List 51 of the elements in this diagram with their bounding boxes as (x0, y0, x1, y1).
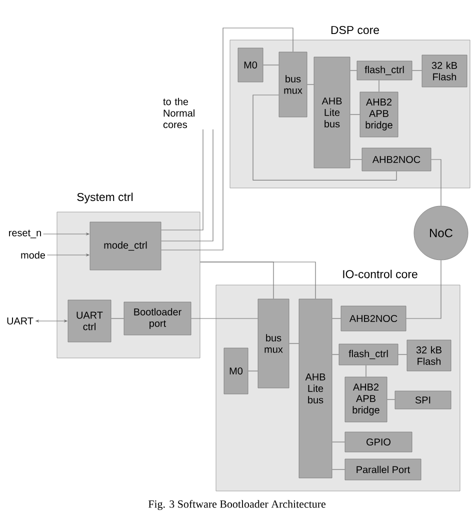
component-box: flash_ctrl (338, 344, 398, 366)
component-box: UART ctrl (68, 300, 112, 342)
component-box: mode_ctrl (90, 222, 162, 270)
connector-line (160, 28, 294, 250)
connector-line (190, 318, 258, 319)
note-text: to the Normal cores (163, 98, 194, 128)
component-box: M0 (224, 348, 248, 394)
component-box: M0 (238, 48, 264, 82)
component-box: AHB2NOC (340, 306, 406, 332)
connector-line (378, 80, 380, 92)
connector-line (288, 343, 300, 344)
component-box: flash_ctrl (356, 60, 412, 80)
node-label: IO-control core (343, 270, 418, 278)
component-box: Bootloader port (124, 302, 192, 336)
connector-line (350, 114, 360, 115)
component-box: 32 kB Flash (406, 340, 452, 372)
connector-line (160, 129, 204, 230)
component-box: SPI (394, 390, 452, 410)
component-box: GPIO (344, 432, 412, 452)
signal-label: reset_n (9, 230, 41, 238)
connector-line (406, 260, 442, 319)
connector-line (350, 70, 358, 71)
signal-label: mode (21, 251, 45, 259)
connector-line (386, 399, 396, 400)
connector-line (412, 70, 422, 71)
connector-line (252, 94, 397, 180)
component-box: AHB2 APB bridge (344, 376, 388, 422)
component-box: Parallel Port (344, 458, 422, 480)
bus-box: AHB Lite bus (298, 298, 332, 478)
connector-line (398, 354, 408, 355)
connector-line (262, 64, 280, 66)
node-label: System ctrl (77, 192, 133, 204)
connector-line (306, 84, 314, 85)
signal-label: UART (7, 318, 34, 324)
component-box: bus mux (258, 298, 290, 388)
connector-line (160, 129, 214, 242)
connector-line (332, 469, 346, 470)
node-label: DSP core (331, 26, 379, 34)
connector-line (200, 262, 316, 300)
component-box: bus mux (278, 52, 308, 118)
connector-line (110, 318, 124, 319)
connector-line (332, 318, 342, 319)
component-box: AHB2NOC (362, 148, 432, 172)
connector-line (248, 370, 258, 372)
component-box: 32 kB Flash (422, 54, 468, 88)
bus-box: AHB Lite bus (314, 56, 350, 168)
connector-line (430, 159, 442, 206)
connector-line (350, 159, 362, 160)
connector-line (332, 354, 340, 355)
figure-caption: Fig. 3 Software Bootloader Architecture (148, 500, 326, 510)
component-box: AHB2 APB bridge (360, 92, 398, 138)
